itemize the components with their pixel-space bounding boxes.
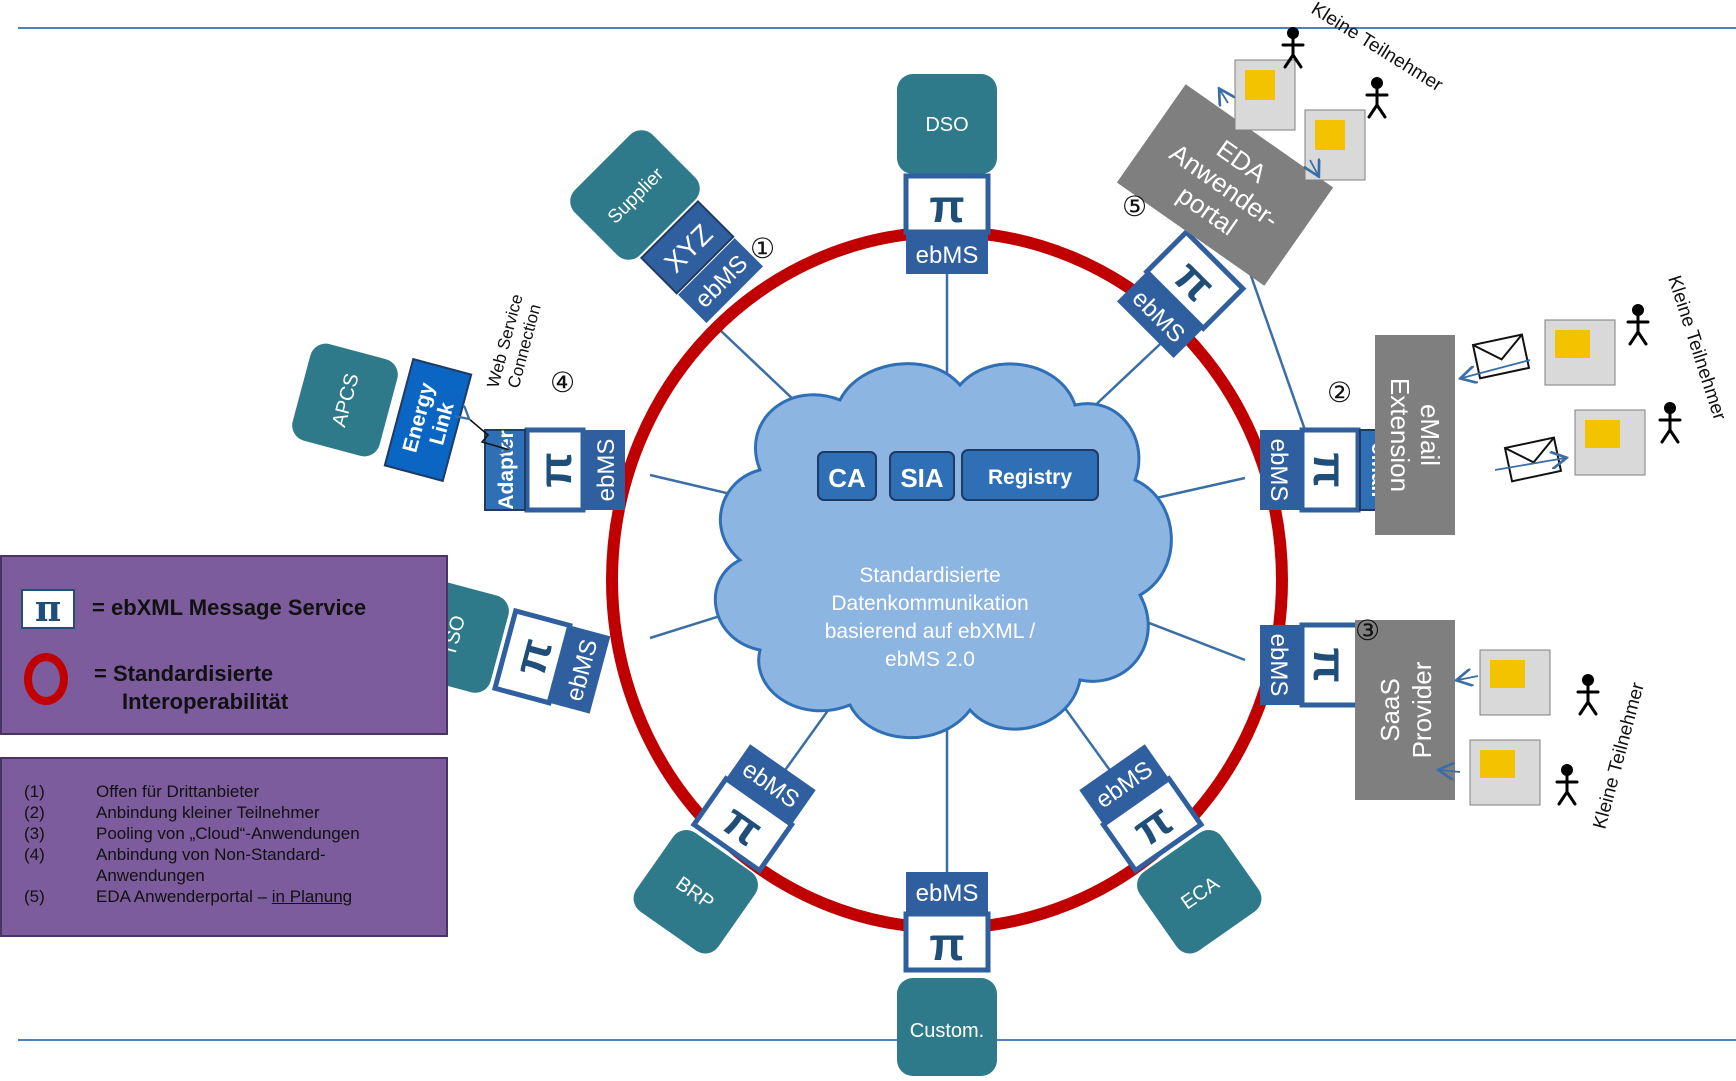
web-service-link (468, 418, 510, 450)
svg-text:③: ③ (1355, 615, 1380, 646)
svg-text:Adapter: Adapter (495, 430, 518, 509)
note-number: (5) (24, 887, 45, 906)
note-row: (2) Anbindung kleiner Teilnehmer (24, 802, 426, 823)
node-eca: ebMS π ECA (1079, 744, 1262, 954)
badge-ca: CA (828, 463, 866, 493)
node-saas-chain: ebMS π (1260, 622, 1361, 708)
svg-text:②: ② (1327, 377, 1352, 408)
center-text: Standardisierte Datenkommunikation basie… (825, 564, 1036, 671)
svg-text:ebMS 2.0: ebMS 2.0 (885, 648, 975, 671)
note-row: (3) Pooling von „Cloud“-Anwendungen (24, 823, 426, 844)
svg-text:④: ④ (550, 367, 575, 398)
svg-text:Custom.: Custom. (910, 1020, 984, 1042)
svg-text:basierend auf ebXML /: basierend auf ebXML / (825, 620, 1036, 643)
computer-icons (1234, 59, 1646, 806)
energy-link-box: Energy Link (383, 357, 473, 483)
badge-sia: SIA (900, 463, 944, 493)
svg-text:ebMS: ebMS (1265, 634, 1292, 697)
notes-list: (1) Offen für Drittanbieter (2) Anbindung k… (24, 781, 426, 907)
note-number: (4) (24, 845, 45, 864)
note-number (24, 865, 96, 886)
legend-interop-1: = Standardisierte (94, 661, 274, 686)
note-text: Anbindung kleiner Teilnehmer (96, 803, 320, 822)
apcs-box: APCS (292, 343, 398, 457)
note-text: Anwendungen (96, 866, 205, 885)
note-row: (1) Offen für Drittanbieter (24, 781, 426, 802)
ring-icon (24, 653, 68, 705)
cloud (713, 362, 1173, 740)
node-dso: DSO π ebMS (897, 74, 997, 274)
legend-notes: (1) Offen für Drittanbieter (2) Anbindung k… (0, 757, 448, 937)
small-participants-label-3: Kleine Teilnehmer (1590, 680, 1649, 832)
envelope-icons (1471, 333, 1563, 483)
pi-icon: π (929, 918, 964, 970)
email-extension-box: eMail Extension (1375, 335, 1455, 535)
legend-ebxml: = ebXML Message Service (92, 595, 367, 620)
markers: ① ② ③ ④ ⑤ (550, 191, 1380, 646)
svg-text:ebMS: ebMS (1265, 439, 1292, 502)
saas-provider-box: SaaS Provider (1355, 620, 1455, 800)
svg-text:ebMS: ebMS (916, 242, 979, 269)
badge-registry: Registry (988, 466, 1072, 489)
person-icons (1281, 27, 1682, 806)
svg-text:Provider: Provider (1407, 661, 1437, 758)
note-text: Anbindung von Non-Standard- (96, 845, 326, 864)
svg-text:⑤: ⑤ (1122, 191, 1147, 222)
pi-icon: π (1304, 452, 1356, 487)
web-service-label: Web Service Connection (483, 292, 544, 390)
note-text: EDA Anwenderportal – in Planung (96, 887, 353, 906)
svg-text:DSO: DSO (925, 114, 968, 136)
participant-arrows (1220, 90, 1565, 772)
svg-text:①: ① (750, 233, 775, 264)
note-number: (1) (24, 782, 45, 801)
pi-icon: π (929, 180, 964, 232)
svg-text:SaaS: SaaS (1375, 678, 1405, 742)
note-underline: in Planung (271, 887, 353, 906)
small-participants-label-2: Kleine Teilnehmer (1663, 273, 1730, 423)
note-text: Pooling von „Cloud“-Anwendungen (96, 824, 360, 843)
pi-icon: π (21, 589, 75, 629)
note-number: (3) (24, 824, 45, 843)
note-row: Anwendungen (24, 865, 426, 886)
note-number: (2) (24, 803, 45, 822)
svg-text:ebMS: ebMS (593, 439, 620, 502)
node-brp: ebMS π BRP (633, 744, 816, 954)
note-row: (5) EDA Anwenderportal – in Planung (24, 886, 426, 907)
svg-text:Standardisierte: Standardisierte (859, 564, 1000, 587)
svg-text:eMail: eMail (1415, 404, 1445, 466)
legend-symbols: π = ebXML Message Service = Standardisie… (0, 555, 448, 735)
svg-text:ebMS: ebMS (916, 880, 979, 907)
node-apcs: ebMS π Adapter (484, 427, 625, 513)
legend-interop-2: Interoperabilität (122, 689, 289, 714)
pi-icon: π (1304, 647, 1356, 682)
svg-text:Datenkommunikation: Datenkommunikation (831, 592, 1028, 615)
note-text: Offen für Drittanbieter (96, 782, 260, 801)
pi-icon: π (529, 452, 581, 487)
svg-text:Extension: Extension (1385, 378, 1415, 492)
eda-portal-box: EDA Anwender- portal (1116, 84, 1334, 286)
center-badges: CA SIA Registry (817, 449, 1099, 501)
node-custom: ebMS π Custom. (897, 872, 997, 1076)
note-row: (4) Anbindung von Non-Standard- (24, 844, 426, 865)
